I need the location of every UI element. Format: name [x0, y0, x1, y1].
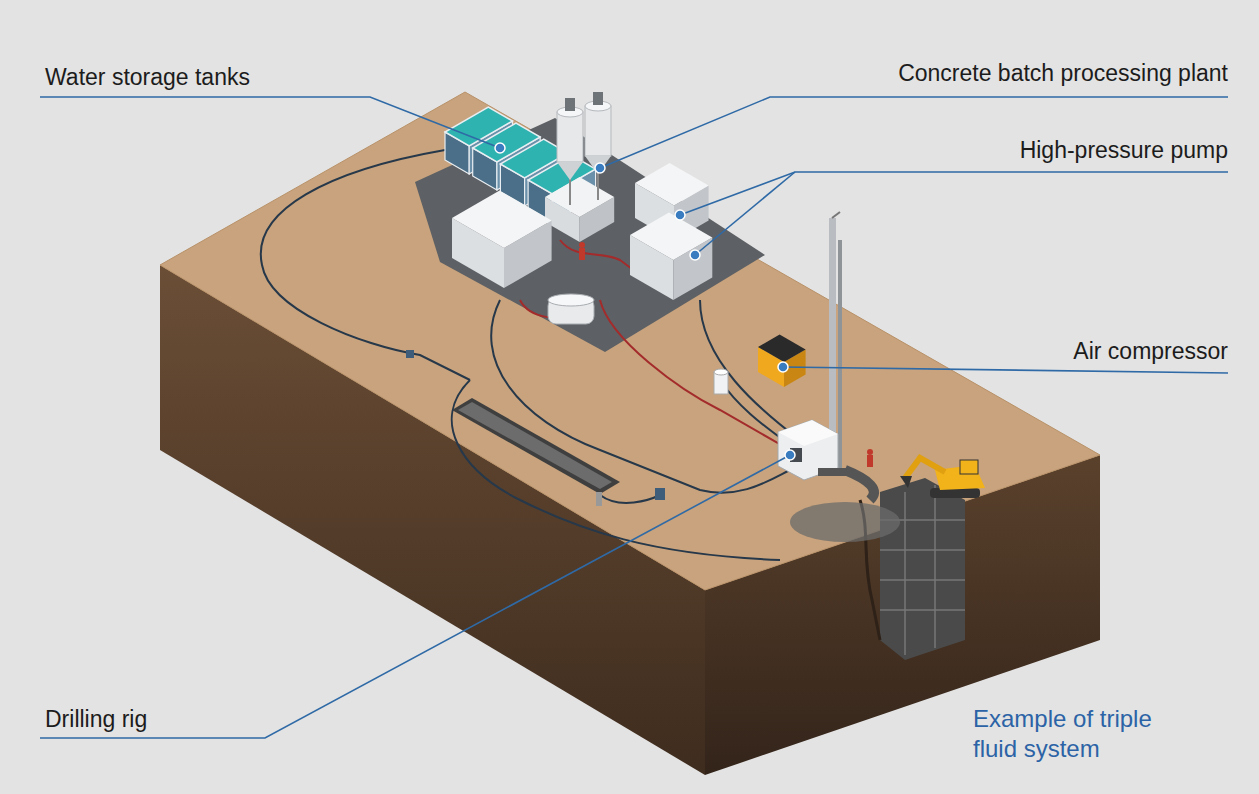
valve [406, 350, 414, 358]
box-face [452, 191, 552, 249]
leader-line [783, 367, 1228, 373]
silo-cap [565, 98, 575, 111]
box-face [758, 335, 806, 363]
silo [557, 112, 583, 162]
air-receiver [714, 369, 728, 375]
leader-dot [495, 143, 505, 153]
pipe [560, 240, 640, 275]
spoil [790, 502, 900, 542]
worker [867, 449, 873, 455]
leader-lines [40, 97, 1228, 738]
pipe [452, 380, 780, 560]
container [452, 191, 552, 289]
worker [579, 248, 585, 260]
mixer-top [548, 294, 594, 306]
leader-line [680, 172, 1228, 215]
leader-line [40, 97, 500, 148]
valve [596, 492, 602, 506]
callout-label: Concrete batch processing plant [898, 60, 1228, 88]
excavator-track [930, 488, 980, 498]
silo-cap [593, 92, 603, 105]
callout-label: Air compressor [1073, 338, 1228, 366]
valve [655, 488, 665, 500]
callout-label: High-pressure pump [1020, 137, 1228, 165]
leader-dot [690, 250, 700, 260]
rig-track [818, 468, 848, 476]
box-face [545, 177, 614, 217]
leader-dot [675, 210, 685, 220]
rig-body [778, 420, 838, 446]
leader-dot [778, 362, 788, 372]
leader-line [600, 97, 1228, 168]
pipes [261, 150, 800, 560]
pipe [491, 300, 790, 493]
pipe [600, 300, 790, 450]
pipe [261, 150, 470, 380]
silo [585, 106, 611, 156]
excavator [900, 458, 985, 498]
box-face [635, 163, 709, 206]
gabion-grid [880, 485, 965, 655]
spoil [845, 470, 874, 500]
air-compressor [758, 335, 806, 388]
box-face [630, 213, 712, 261]
leader-dots [495, 143, 795, 460]
trench-wall [880, 478, 965, 660]
excavator-bucket [900, 476, 912, 488]
excavator-cab [960, 460, 978, 474]
worker [579, 242, 585, 248]
settling-pit [452, 398, 620, 494]
caption: Example of triple fluid system [973, 704, 1163, 764]
worker [867, 455, 873, 467]
pump-unit [630, 213, 712, 301]
leader-line [695, 172, 795, 255]
callout-label: Drilling rig [45, 706, 147, 734]
pipe [700, 300, 800, 440]
drilling-rig [778, 212, 873, 480]
excavator-arm [905, 458, 945, 478]
silo-cone [557, 162, 583, 180]
leader-dot [785, 450, 795, 460]
mast [838, 240, 842, 470]
leader-line [40, 455, 790, 738]
pipe [600, 495, 660, 503]
callout-label: Water storage tanks [45, 64, 250, 92]
mast [832, 212, 840, 218]
batch-plant [545, 92, 614, 242]
leader-dot [595, 163, 605, 173]
